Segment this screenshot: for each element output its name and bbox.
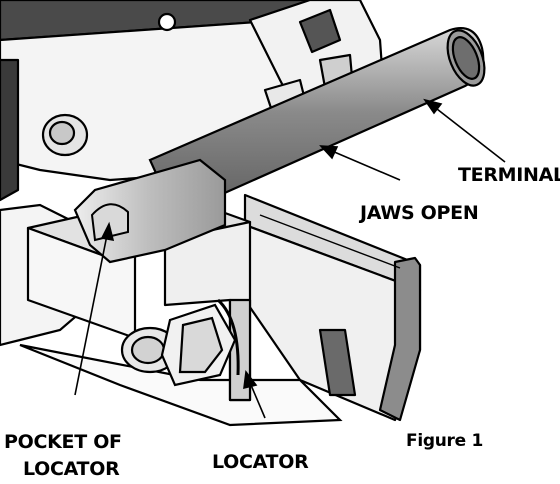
hole (157, 12, 177, 32)
pocket-opening (90, 203, 129, 242)
label-locator: LOCATOR (212, 451, 309, 473)
terminal-tube (148, 27, 486, 217)
lower-die (243, 193, 422, 422)
label-jaws-open: JAWS OPEN (358, 202, 478, 224)
label-pocket-of-locator-line2: LOCATOR (23, 458, 120, 480)
locator-nut-bolt (120, 298, 240, 387)
label-pocket-of-locator-line1: POCKET OF (4, 431, 122, 453)
figure-caption: Figure 1 (406, 431, 483, 451)
leader-lines (74, 98, 506, 419)
label-terminal: TERMINAL (458, 164, 560, 186)
